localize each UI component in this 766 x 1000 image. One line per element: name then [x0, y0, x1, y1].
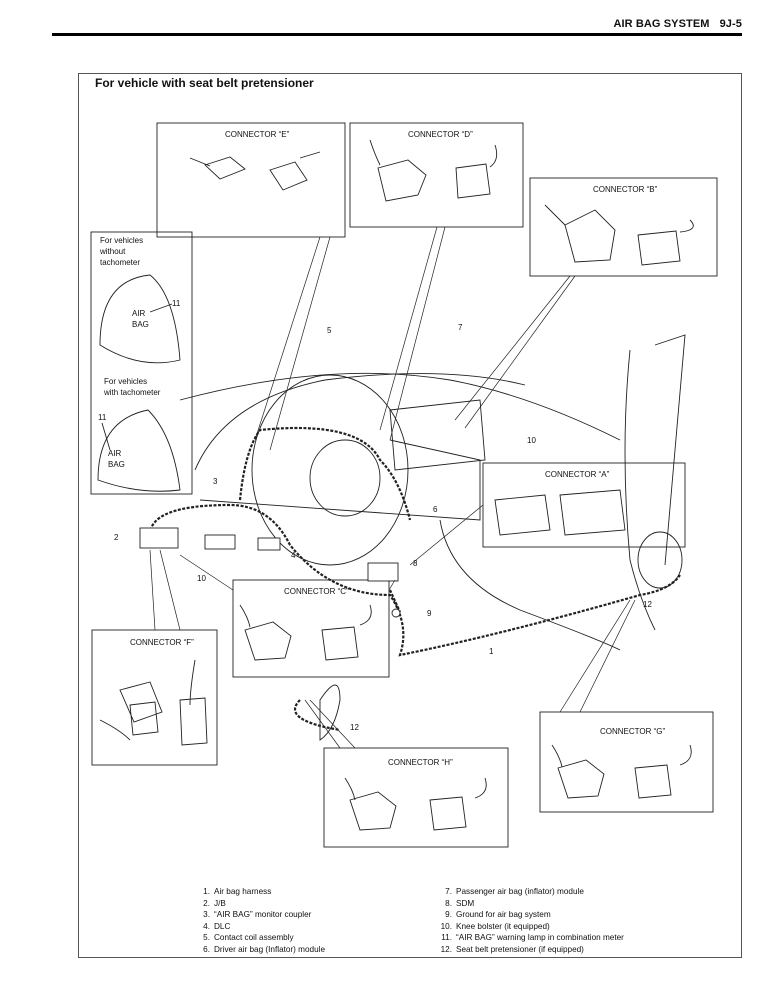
legend-item: 12.Seat belt pretensioner (if equipped)	[440, 944, 584, 954]
inset-text: For vehicles	[100, 236, 143, 245]
connector-g-box: CONNECTOR “G”	[539, 711, 714, 813]
callout-2: 2	[114, 533, 119, 542]
callout-10: 10	[527, 436, 536, 445]
inset-text: BAG	[132, 320, 149, 329]
legend-item: 1.Air bag harness	[203, 887, 272, 896]
vehicle-interior-drawing	[179, 334, 686, 741]
legend-item: 2.J/B	[203, 898, 226, 908]
callout-1: 1	[489, 647, 494, 656]
callout-10: 10	[197, 574, 206, 583]
connector-h-box: CONNECTOR “H”	[323, 747, 509, 848]
page-number: 9J-5	[719, 18, 742, 30]
callout-12: 12	[350, 723, 359, 732]
inset-text: tachometer	[100, 258, 140, 267]
inset-text: AIR	[108, 449, 122, 458]
legend-left: 1.Air bag harness 2.J/B 3.“AIR BAG” moni…	[196, 886, 325, 955]
connector-e-box: CONNECTOR “E”	[156, 122, 346, 238]
inset-text: For vehicles	[104, 377, 147, 386]
figure-title: For vehicle with seat belt pretensioner	[95, 76, 314, 90]
connector-c-label: CONNECTOR “C”	[284, 587, 349, 596]
inset-text: BAG	[108, 460, 125, 469]
callout-7: 7	[458, 323, 463, 332]
callout-5: 5	[327, 326, 332, 335]
connector-f-label: CONNECTOR “F”	[130, 638, 194, 647]
connector-b-label: CONNECTOR “B”	[593, 185, 658, 194]
inset-text: without	[99, 247, 126, 256]
connector-d-box: CONNECTOR “D”	[349, 122, 524, 228]
callout-8: 8	[413, 559, 418, 568]
legend-item: 5.Contact coil assembly	[203, 933, 294, 942]
legend-item: 7.Passenger air bag (inflator) module	[445, 887, 584, 896]
connector-c-box: CONNECTOR “C”	[232, 579, 390, 678]
legend-item: 4.DLC	[203, 921, 231, 931]
callout-3: 3	[213, 477, 218, 486]
tachometer-inset: For vehicles without tachometer AIR BAG …	[90, 231, 193, 495]
callouts: 1 2 3 4 5 6 7 8 9 10 10 12 12	[114, 323, 652, 732]
header-rule	[52, 33, 742, 36]
air-bag-harness	[148, 426, 681, 732]
callout-11: 11	[172, 299, 181, 308]
callout-4: 4	[291, 551, 296, 560]
leader-lines	[149, 226, 636, 749]
legend-right: 7.Passenger air bag (inflator) module 8.…	[438, 886, 624, 955]
connector-a-box: CONNECTOR “A”	[482, 462, 686, 548]
callout-9: 9	[427, 609, 432, 618]
callout-6: 6	[433, 505, 438, 514]
modules	[139, 527, 401, 618]
section-title: AIR BAG SYSTEM	[613, 18, 710, 30]
legend-item: 3.“AIR BAG” monitor coupler	[203, 910, 312, 919]
connector-d-label: CONNECTOR “D”	[408, 130, 473, 139]
connector-a-label: CONNECTOR “A”	[545, 470, 610, 479]
callout-11: 11	[98, 413, 107, 422]
inset-text: with tachometer	[103, 388, 161, 397]
legend-item: 11.“AIR BAG” warning lamp in combination…	[441, 933, 624, 942]
legend-item: 9.Ground for air bag system	[445, 910, 551, 919]
connector-f-box: CONNECTOR “F”	[91, 629, 218, 766]
connector-e-label: CONNECTOR “E”	[225, 130, 290, 139]
figure-frame	[78, 73, 742, 958]
legend-item: 10.Knee bolster (it equipped)	[440, 921, 550, 931]
legend-item: 8.SDM	[445, 898, 475, 908]
connector-h-label: CONNECTOR “H”	[388, 758, 453, 767]
page-header: AIR BAG SYSTEM 9J-5	[613, 18, 742, 30]
inset-text: AIR	[132, 309, 146, 318]
connector-b-box: CONNECTOR “B”	[529, 177, 718, 277]
connector-g-label: CONNECTOR “G”	[600, 727, 666, 736]
callout-12: 12	[643, 600, 652, 609]
legend-item: 6.Driver air bag (Inflator) module	[203, 944, 326, 954]
